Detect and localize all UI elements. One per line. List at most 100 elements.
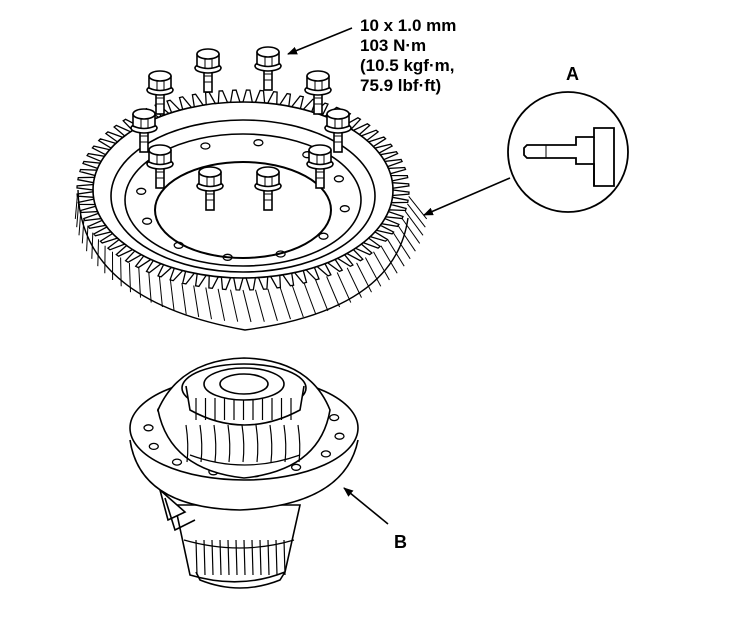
cone-rib <box>203 539 206 576</box>
helical-tooth <box>356 262 372 293</box>
helical-tooth <box>181 282 187 315</box>
cone-rib <box>227 539 230 576</box>
flange-bolt <box>196 166 224 211</box>
bolt-hole <box>173 241 184 249</box>
helical-tooth <box>169 279 175 311</box>
carrier-rib <box>227 424 231 463</box>
detail-a-circle <box>507 91 629 213</box>
helical-tooth <box>255 289 265 322</box>
leader-lines <box>287 27 511 525</box>
cone-rib <box>219 539 222 576</box>
helical-tooth <box>392 232 411 260</box>
helical-tooth <box>81 218 85 244</box>
helical-tooth <box>158 276 163 308</box>
helical-tooth <box>78 211 82 236</box>
ring-gear <box>74 89 428 331</box>
arrow-to-carrier <box>343 487 389 525</box>
bolt-hole <box>222 253 233 261</box>
flange-hole <box>143 424 154 432</box>
cone-rib <box>243 539 246 576</box>
helical-tooth <box>91 232 94 259</box>
flange-hole <box>171 458 183 466</box>
cone-rib <box>251 539 254 576</box>
helical-tooth <box>364 257 382 287</box>
bolt-profile-detail <box>523 127 615 187</box>
helical-tooth <box>336 272 352 303</box>
helical-tooth <box>74 196 78 219</box>
cone-rib <box>283 539 286 576</box>
helical-tooth <box>279 287 291 320</box>
flange-bolt <box>146 70 174 115</box>
bolt-hole <box>136 187 147 195</box>
flange-bolt <box>254 166 282 211</box>
ring-gear-bolts <box>130 46 352 211</box>
helical-tooth <box>86 225 89 252</box>
carrier-rib <box>255 424 259 463</box>
flange-bolt <box>146 144 174 189</box>
helical-tooth <box>76 203 80 228</box>
cone-rib <box>235 539 238 576</box>
flange-bolt <box>194 48 222 93</box>
helical-tooth <box>148 272 152 303</box>
flange-hole <box>148 442 159 451</box>
helical-tooth <box>397 225 416 252</box>
helical-tooth <box>380 245 398 274</box>
flange-bolt <box>304 70 332 115</box>
helical-tooth <box>326 276 341 308</box>
cone-rib <box>259 539 262 576</box>
helical-tooth <box>120 257 122 287</box>
helical-tooth <box>408 195 428 220</box>
label-b: B <box>394 532 407 552</box>
helical-tooth <box>242 289 252 323</box>
helical-tooth <box>315 279 329 312</box>
bolt-size-label: 10 x 1.0 mm <box>360 16 457 35</box>
torque-lbfft-label: 75.9 lbf·ft) <box>360 76 442 95</box>
bolt-hole <box>318 232 329 240</box>
helical-tooth <box>193 285 200 318</box>
helical-tooth <box>205 287 212 320</box>
flange-hole <box>320 450 332 458</box>
carrier-rib <box>213 424 217 463</box>
cone-rib <box>275 539 278 576</box>
flange-bolt <box>306 144 334 189</box>
cone-edge <box>183 539 295 549</box>
torque-kgfm-label: (10.5 kgf·m, <box>360 56 455 75</box>
carrier-window-edge <box>189 454 301 466</box>
helical-tooth <box>407 203 426 228</box>
helical-tooth <box>97 239 99 267</box>
helical-tooth <box>346 267 362 298</box>
flange-bolt <box>324 108 352 153</box>
bolt-hole <box>339 205 350 213</box>
flange-bolt <box>130 108 158 153</box>
flange-hole <box>329 413 340 422</box>
torque-spec: 10 x 1.0 mm 103 N·m (10.5 kgf·m, 75.9 lb… <box>360 16 456 96</box>
carrier-rib <box>185 424 189 463</box>
helical-tooth <box>401 218 421 244</box>
helical-tooth <box>387 239 405 267</box>
helical-tooth <box>138 267 141 298</box>
carrier-rib <box>297 424 301 463</box>
bolt-hole <box>200 142 211 150</box>
helical-tooth <box>217 288 226 321</box>
helical-tooth <box>230 289 239 322</box>
flange-hole <box>290 463 302 471</box>
helical-tooth <box>291 285 304 318</box>
helical-tooth <box>267 288 278 321</box>
carrier-rib <box>269 424 273 463</box>
label-a: A <box>566 64 579 84</box>
arrow-to-gear-edge <box>423 177 511 216</box>
bolt-hole <box>253 139 264 147</box>
flange-hole <box>334 432 345 440</box>
bolt-hole <box>141 217 153 225</box>
arrow-to-bolt <box>287 27 353 55</box>
differential-carrier <box>129 357 359 589</box>
ring-gear-bolt-holes <box>136 139 350 261</box>
helical-tooth <box>373 251 390 281</box>
bolt-hole <box>333 175 345 183</box>
cone-rib <box>195 539 198 576</box>
bolt-hole <box>275 250 286 258</box>
ring-gear-helical-face <box>74 195 428 323</box>
flange-bolt <box>254 46 282 91</box>
helical-tooth <box>404 210 424 236</box>
